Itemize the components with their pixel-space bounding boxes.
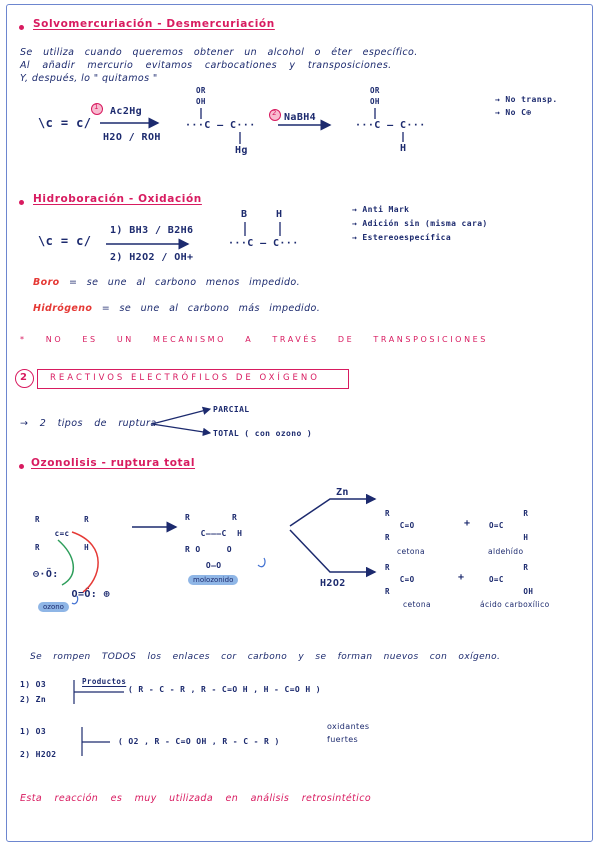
rupture-types: → 2 tipos de ruptura: [20, 418, 157, 429]
section-title-box: [37, 369, 349, 389]
label-aldehido: aldehído: [488, 547, 524, 556]
intermediate-structure: ···C — C···: [185, 120, 256, 131]
hidrogeno-word: Hidrógeno: [33, 303, 93, 314]
note-no-transp: → No transp.: [495, 95, 558, 104]
label-cetona: cetona: [403, 600, 432, 609]
section-title-reactivos: REACTIVOS ELECTRÓFILOS DE OXÍGENO: [50, 373, 320, 383]
hook-mark: [257, 557, 266, 568]
step-circle: [269, 109, 281, 121]
reagent-bh3: 1) BH3 / B2H6: [110, 225, 194, 236]
boro-word: Boro: [33, 277, 60, 288]
alkene-structure: \c = c/: [38, 116, 92, 130]
step-number: 1: [94, 103, 99, 111]
fork-line: [151, 406, 212, 425]
product-structure: ···C — C···: [355, 120, 426, 131]
section-title-hidroboracion: Hidroboración - Oxidación: [33, 193, 202, 205]
boro-rule: Boro = se une al carbono menos impedido.: [33, 277, 300, 288]
reagent-zn: Zn: [336, 487, 349, 498]
group-oh: OH: [196, 97, 206, 106]
no-transposiciones-note: * NO ES UN MECANISMO A TRAVÉS DE TRANSPO…: [20, 335, 488, 344]
step-number: 2: [272, 109, 277, 117]
ozono-label: ozono: [38, 602, 69, 612]
bullet: [19, 464, 24, 469]
productos-label: Productos: [82, 677, 127, 686]
case1-step1: 1) O3: [20, 680, 47, 689]
section-number-circle: [15, 369, 34, 388]
rupture-parcial: PARCIAL: [213, 405, 250, 414]
bullet: [19, 25, 24, 30]
reagent-h2o2: H2O2: [320, 578, 346, 589]
hidrogeno-rule-text: = se une al carbono más impedido.: [101, 303, 321, 314]
group-b: B: [241, 209, 248, 220]
section-number: 2: [20, 372, 28, 383]
page-frame: [6, 4, 593, 842]
case2-step1: 1) O3: [20, 727, 47, 736]
reagent-h2o2: 2) H2O2 / OH+: [110, 252, 194, 263]
step-circle: [91, 103, 103, 115]
note-anti-mark: → Anti Mark: [352, 205, 410, 214]
zn-branch-arrow: [289, 493, 377, 527]
text-line: Se utiliza cuando queremos obtener un al…: [20, 47, 418, 58]
section-title-ozonolisis: Ozonolisis - ruptura total: [31, 457, 196, 469]
label-acido-carboxilico: ácido carboxílico: [480, 600, 550, 609]
case2-products: ( O2 , R - C=O OH , R - C - R ): [118, 737, 280, 746]
case2-step2: 2) H2O2: [20, 750, 57, 759]
alkene-structure: \c = c/: [38, 234, 92, 248]
bullet: [19, 200, 24, 205]
note-estereoespecifica: → Estereoespecífica: [352, 233, 452, 242]
ozone-structure: ⊖·Ö: O=Ö: ⊕: [33, 569, 111, 600]
group-or: OR: [370, 86, 380, 95]
fuertes-label: fuertes: [327, 735, 359, 744]
oxidantes-label: oxidantes: [327, 722, 370, 731]
hidrogeno-rule: Hidrógeno = se une al carbono más impedi…: [33, 303, 320, 314]
boro-rule-text: = se une al carbono menos impedido.: [69, 277, 301, 288]
solvent-h2o-roh: H2O / ROH: [103, 132, 161, 143]
electron-arrow-red: [71, 531, 99, 593]
reagent-nabh4: NaBH4: [284, 112, 317, 123]
group-or: OR: [196, 86, 206, 95]
case1-step2: 2) Zn: [20, 695, 47, 704]
note-adicion-sin: → Adición sin (misma cara): [352, 219, 488, 228]
group-h: H: [400, 143, 407, 154]
case1-products: ( R - C - R , R - C=O H , H - C=O H ): [128, 685, 322, 694]
h2o2-branch-arrow: [289, 529, 377, 578]
hook-mark: [71, 595, 79, 605]
plus-sign: +: [458, 572, 465, 583]
product-structure: ···C — C···: [228, 238, 299, 249]
group-h: H: [276, 209, 283, 220]
electron-arrow-green: [57, 539, 74, 586]
summary-line: Se rompen TODOS los enlaces cor carbono …: [30, 652, 501, 662]
text-line: Al añadir mercurio evitamos carbocatione…: [20, 60, 392, 71]
fork-line: [151, 423, 212, 437]
note-no-carbocation: → No C⊕: [495, 108, 532, 117]
reagent-ac2hg: Ac2Hg: [110, 106, 143, 117]
text-line: Y, después, lo " quitamos ": [20, 73, 158, 84]
label-cetona: cetona: [397, 547, 426, 556]
group-hg: Hg: [235, 145, 248, 156]
group-oh: OH: [370, 97, 380, 106]
plus-sign: +: [464, 518, 471, 529]
molozonido-label: molozonido: [188, 575, 239, 585]
footer-note: Esta reacción es muy utilizada en anális…: [20, 793, 372, 804]
section-title-solvomercuriacion: Solvomercuriación - Desmercuriación: [33, 18, 275, 30]
rupture-total: TOTAL ( con ozono ): [213, 429, 313, 438]
